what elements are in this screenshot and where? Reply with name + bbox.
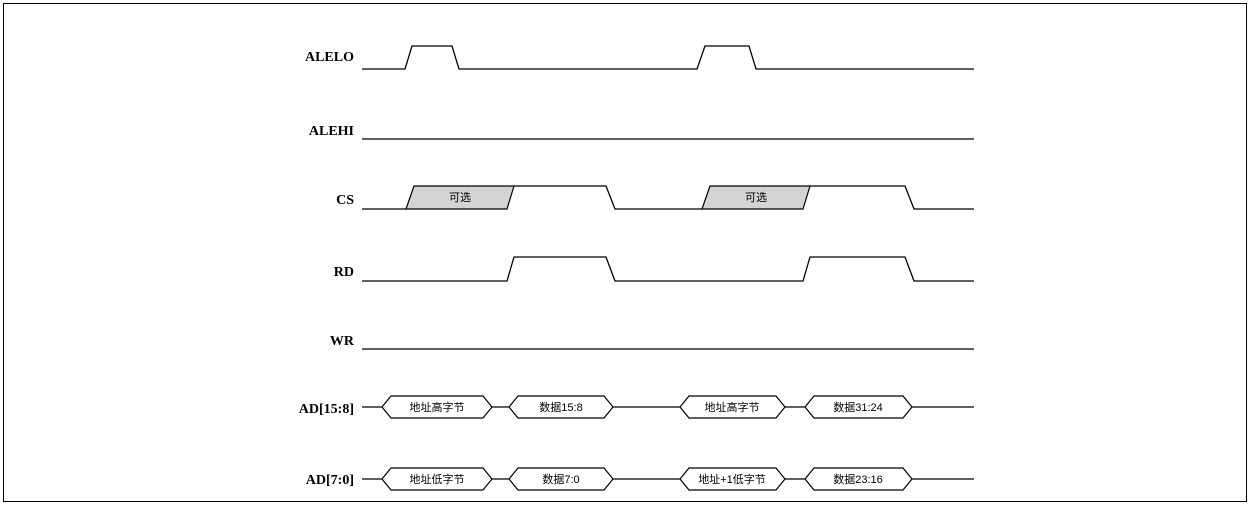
bus-ad-lo: 地址低字节 数据7:0 地址+1低字节 数据23:16 [362,467,974,491]
ad-hi-box-1-label: 地址高字节 [410,400,465,414]
ad-lo-box-1-label: 地址低字节 [410,472,465,486]
diagram-frame [3,3,1247,502]
cs-optional-label-2: 可选 [745,191,767,204]
ad-hi-box-4-label: 数据31:24 [833,400,883,414]
wave-cs: 可选 可选 [362,185,974,210]
ad-lo-box-3-label: 地址+1低字节 [698,472,766,486]
signal-label-wr: WR [330,334,355,349]
signal-label-ad-hi: AD[15:8] [299,402,354,417]
signal-label-ad-lo: AD[7:0] [306,473,354,488]
wave-alelo [362,45,974,70]
signal-label-alehi: ALEHI [309,124,354,139]
ad-hi-box-2-label: 数据15:8 [539,400,582,414]
ad-hi-box-3-label: 地址高字节 [705,400,760,414]
cs-optional-label-1: 可选 [449,191,471,204]
ad-lo-box-4-label: 数据23:16 [833,472,883,486]
wave-rd [362,256,974,282]
signal-label-cs: CS [336,193,354,208]
signal-label-rd: RD [334,265,354,280]
ad-lo-box-2-label: 数据7:0 [542,472,579,486]
bus-ad-hi: 地址高字节 数据15:8 地址高字节 数据31:24 [362,395,974,419]
signal-label-alelo: ALELO [305,50,354,65]
